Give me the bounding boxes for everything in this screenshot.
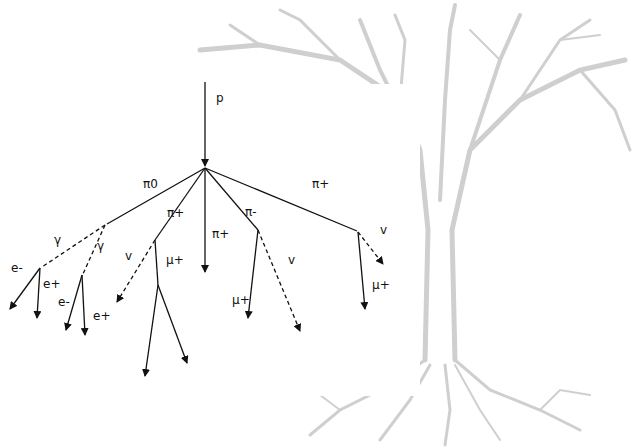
particle-label: p	[216, 92, 224, 104]
particle-label: μ+	[232, 294, 250, 306]
particle-label: π+	[312, 178, 329, 190]
particle-label: γ	[97, 240, 104, 252]
particle-label: π0	[143, 178, 158, 190]
particle-label: v	[380, 224, 387, 236]
particle-label: e+	[43, 278, 60, 290]
particle-label: e+	[93, 310, 110, 322]
particle-label: π+	[212, 228, 229, 240]
particle-label: e-	[11, 262, 23, 274]
particle-label: γ	[54, 234, 61, 246]
particle-label: v	[288, 254, 295, 266]
particle-label: μ+	[166, 254, 184, 266]
particle-label: π-	[245, 206, 257, 218]
particle-label: π+	[167, 207, 184, 219]
particle-label: v	[125, 250, 132, 262]
particle-label: e-	[58, 296, 70, 308]
particle-label: μ+	[372, 279, 390, 291]
